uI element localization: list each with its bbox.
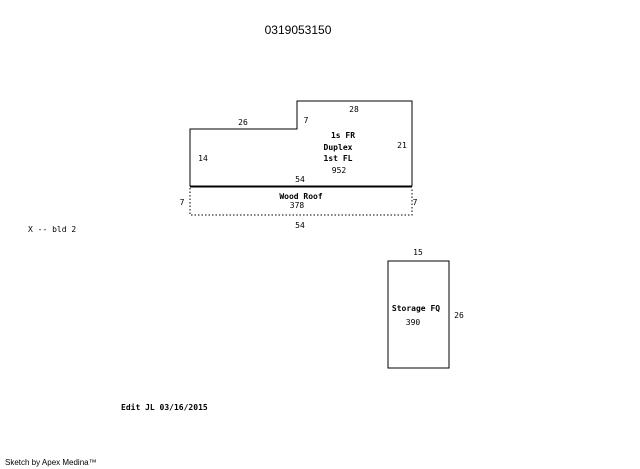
storage-outline (387, 260, 450, 369)
main-building-outline (189, 100, 413, 187)
edit-note: Edit JL 03/16/2015 (121, 402, 208, 412)
main-area: 952 (332, 166, 347, 175)
building-note: X -- bld 2 (28, 225, 76, 234)
wood-roof-label: Wood Roof (279, 192, 323, 201)
main-label-line1: 1s FR (331, 131, 355, 140)
dim-left: 14 (198, 154, 208, 163)
dim-right: 21 (397, 141, 407, 150)
dim-top-right: 28 (349, 105, 359, 114)
wood-roof-left-dim: 7 (180, 198, 185, 207)
wood-roof-bottom-dim: 54 (295, 221, 305, 230)
dim-bottom: 54 (295, 175, 305, 184)
wood-roof-outline (189, 188, 413, 216)
main-label-line2: Duplex (324, 143, 353, 152)
storage-label: Storage FQ (392, 304, 440, 313)
storage-right-dim: 26 (454, 311, 464, 320)
storage-top-dim: 15 (413, 248, 423, 257)
credit-text: Sketch by Apex Medina™ (5, 458, 97, 467)
main-label-line3: 1st FL (324, 154, 353, 163)
wood-roof-area: 378 (290, 201, 305, 210)
wood-roof-right-dim: 7 (413, 198, 418, 207)
storage-area: 390 (406, 318, 421, 327)
dim-step: 7 (304, 116, 309, 125)
dim-top-left: 26 (238, 118, 248, 127)
parcel-number: 0319053150 (265, 23, 332, 37)
